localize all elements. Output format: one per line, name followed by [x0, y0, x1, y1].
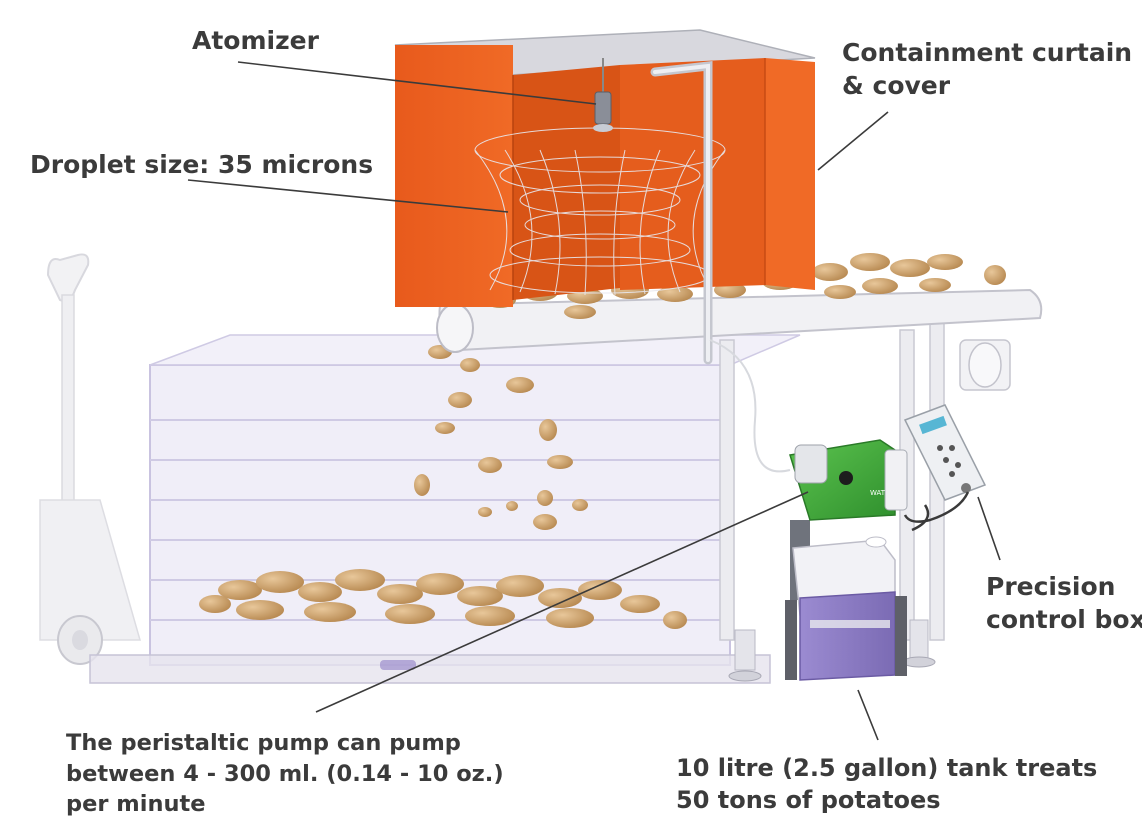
control-line2: control box: [986, 605, 1142, 634]
leader-pump: [315, 491, 809, 713]
leader-control: [977, 496, 1001, 561]
spray-cone: [474, 127, 726, 296]
feed-tube: [709, 339, 791, 473]
pump-line3: per minute: [66, 791, 206, 818]
control-box-icon: [903, 404, 987, 501]
tank-label: 10 litre (2.5 gallon) tank treats 50 ton…: [676, 753, 1097, 816]
control-label: Precision control box: [986, 570, 1142, 636]
leader-droplet: [187, 179, 509, 213]
pump-label: The peristaltic pump can pump between 4 …: [66, 728, 504, 820]
leader-tank: [857, 689, 879, 741]
leader-containment: [817, 111, 889, 171]
cables: [903, 491, 970, 532]
leader-lines: [187, 61, 1001, 741]
pallet-jack-icon: [39, 253, 141, 665]
control-line1: Precision: [986, 572, 1116, 601]
pump-line2: between 4 - 300 ml. (0.14 - 10 oz.): [66, 760, 504, 787]
tank-line1: 10 litre (2.5 gallon) tank treats: [676, 754, 1098, 782]
atomizer-label: Atomizer: [192, 24, 319, 57]
pump-line1: The peristaltic pump can pump: [66, 730, 461, 756]
containment-line2: & cover: [842, 71, 951, 100]
supply-pipe: [650, 60, 713, 365]
svg-text:WAT: WAT: [870, 489, 886, 497]
droplet-text: Droplet size: 35 microns: [30, 150, 374, 179]
containment-label: Containment curtain & cover: [842, 36, 1132, 102]
containment-line1: Containment curtain: [842, 38, 1133, 67]
pallet-bin: [89, 334, 801, 684]
droplet-label: Droplet size: 35 microns: [30, 148, 373, 181]
conveyor-belt-icon: [436, 288, 1043, 391]
potato-pile: [199, 569, 687, 629]
containment-curtain: [394, 29, 816, 307]
tank-line2: 50 tons of potatoes: [676, 785, 941, 814]
liquid-tank-icon: [785, 536, 907, 681]
leader-atomizer: [237, 61, 597, 105]
atomizer-text: Atomizer: [192, 26, 319, 55]
atomizer-nozzle-icon: [593, 58, 613, 132]
